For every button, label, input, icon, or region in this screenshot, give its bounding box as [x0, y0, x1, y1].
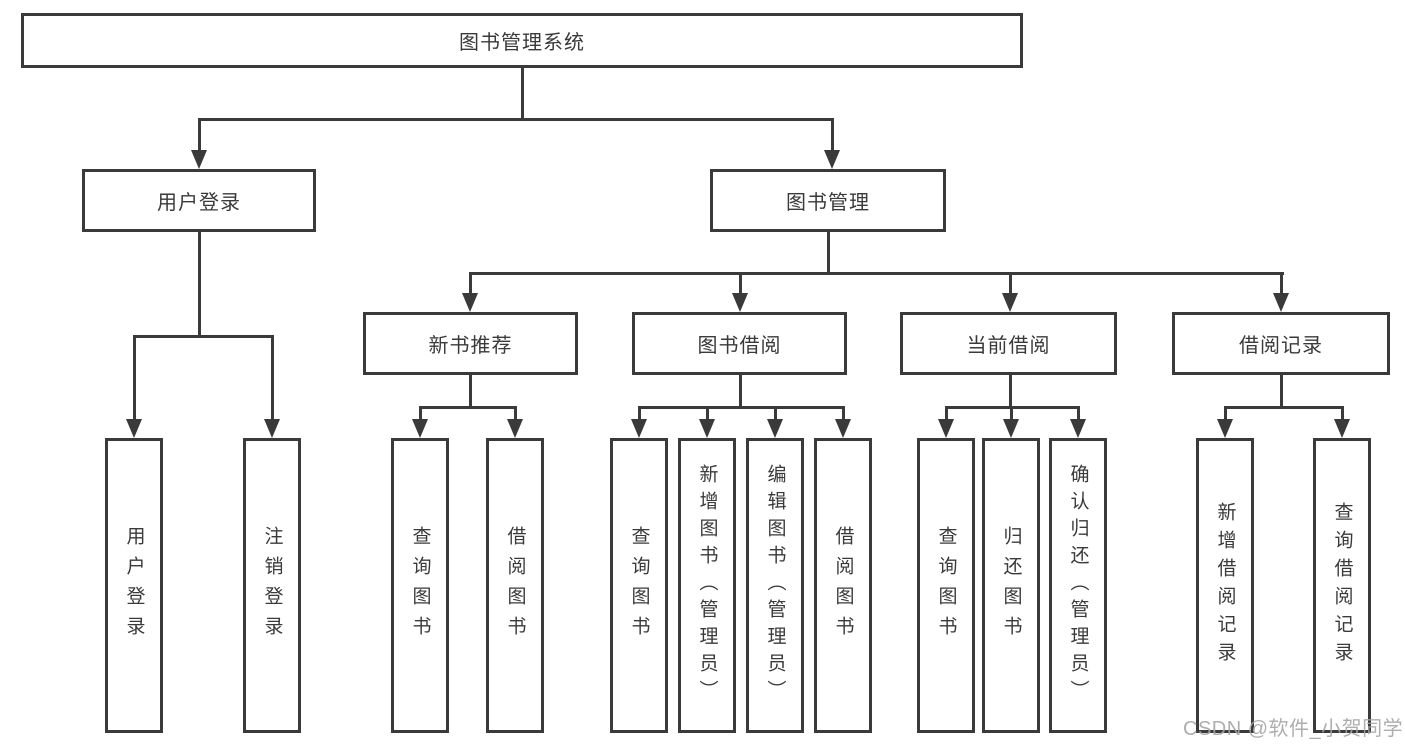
connector-line: [1279, 375, 1283, 407]
connector-line: [520, 68, 524, 119]
connector-line: [1223, 405, 1344, 409]
arrow-down-icon: [767, 419, 783, 438]
connector-line: [1223, 407, 1227, 421]
node-leaf-borrow-edit: 编辑图书（管理员）: [746, 438, 804, 733]
arrow-down-icon: [631, 419, 647, 438]
node-leaf-newbook-query: 查询图书: [391, 438, 449, 733]
node-leaf-current-return-label: 归还图书: [1000, 525, 1022, 646]
node-leaf-newbook-borrow: 借阅图书: [486, 438, 544, 733]
connector-line: [468, 271, 1284, 275]
connector-line: [1009, 407, 1013, 421]
node-borrow-record: 借阅记录: [1172, 312, 1390, 375]
connector-line: [418, 405, 517, 409]
node-user-login-label: 用户登录: [157, 192, 241, 214]
connector-line: [637, 405, 845, 409]
connector-line: [418, 407, 422, 421]
connector-line: [132, 336, 136, 421]
connector-line: [705, 407, 709, 421]
connector-line: [270, 336, 274, 421]
node-root-label: 图书管理系统: [459, 32, 585, 54]
node-leaf-logout-label: 注销登录: [261, 525, 283, 646]
arrow-down-icon: [835, 419, 851, 438]
node-leaf-borrow-query-label: 查询图书: [628, 525, 650, 646]
connector-line: [738, 273, 742, 295]
connector-line: [841, 407, 845, 421]
arrow-down-icon: [1002, 293, 1018, 312]
arrow-down-icon: [462, 293, 478, 312]
node-book-borrow-label: 图书借阅: [697, 335, 782, 357]
arrow-down-icon: [824, 150, 840, 169]
arrow-down-icon: [1273, 293, 1289, 312]
arrow-down-icon: [1003, 419, 1019, 438]
connector-line: [1340, 407, 1344, 421]
node-leaf-newbook-borrow-label: 借阅图书: [504, 525, 526, 646]
csdn-watermark: CSDN @软件_小贺同学: [1183, 718, 1404, 740]
node-leaf-user-login: 用户登录: [105, 438, 163, 733]
node-book-mgmt: 图书管理: [710, 169, 946, 232]
node-leaf-borrow-borrow: 借阅图书: [814, 438, 872, 733]
connector-line: [132, 334, 274, 338]
node-leaf-logout: 注销登录: [243, 438, 301, 733]
node-leaf-borrow-edit-label: 编辑图书（管理员）: [764, 464, 786, 707]
connector-line: [1008, 375, 1012, 407]
arrow-down-icon: [732, 293, 748, 312]
connector-line: [826, 232, 830, 273]
arrow-down-icon: [126, 419, 142, 438]
node-leaf-borrow-add-label: 新增图书（管理员）: [696, 464, 718, 707]
connector-line: [830, 119, 834, 152]
arrow-down-icon: [191, 150, 207, 169]
node-borrow-record-label: 借阅记录: [1239, 335, 1323, 357]
arrow-down-icon: [1070, 419, 1086, 438]
node-current-borrow: 当前借阅: [900, 312, 1117, 375]
connector-line: [738, 375, 742, 407]
connector-line: [468, 375, 472, 407]
connector-line: [468, 273, 472, 295]
node-leaf-record-query-label: 查询借阅记录: [1331, 501, 1353, 670]
node-book-borrow: 图书借阅: [632, 312, 847, 375]
node-leaf-current-query-label: 查询图书: [935, 525, 957, 646]
connector-line: [1279, 273, 1283, 295]
node-new-book-rec: 新书推荐: [363, 312, 578, 375]
connector-line: [197, 119, 201, 152]
arrow-down-icon: [412, 419, 428, 438]
node-leaf-user-login-label: 用户登录: [123, 525, 145, 646]
node-new-book-rec-label: 新书推荐: [428, 335, 513, 357]
connector-line: [1008, 273, 1012, 295]
node-leaf-borrow-query: 查询图书: [610, 438, 668, 733]
arrow-down-icon: [1217, 419, 1233, 438]
arrow-down-icon: [938, 419, 954, 438]
node-book-mgmt-label: 图书管理: [786, 192, 870, 214]
connector-line: [513, 407, 517, 421]
arrow-down-icon: [507, 419, 523, 438]
connector-line: [197, 117, 834, 121]
node-leaf-record-query: 查询借阅记录: [1313, 438, 1371, 733]
node-leaf-current-confirm: 确认归还（管理员）: [1049, 438, 1107, 733]
node-leaf-record-add: 新增借阅记录: [1196, 438, 1254, 733]
node-current-borrow-label: 当前借阅: [966, 335, 1051, 357]
node-leaf-borrow-add: 新增图书（管理员）: [678, 438, 736, 733]
connector-line: [637, 407, 641, 421]
connector-line: [944, 407, 948, 421]
node-leaf-record-add-label: 新增借阅记录: [1214, 501, 1236, 670]
arrow-down-icon: [699, 419, 715, 438]
connector-line: [197, 232, 201, 336]
node-user-login: 用户登录: [82, 169, 316, 232]
node-leaf-current-query: 查询图书: [917, 438, 975, 733]
node-leaf-newbook-query-label: 查询图书: [409, 525, 431, 646]
node-leaf-borrow-borrow-label: 借阅图书: [832, 525, 854, 646]
connector-line: [773, 407, 777, 421]
connector-line: [1076, 407, 1080, 421]
arrow-down-icon: [264, 419, 280, 438]
node-leaf-current-return: 归还图书: [982, 438, 1040, 733]
node-root: 图书管理系统: [21, 13, 1023, 68]
arrow-down-icon: [1334, 419, 1350, 438]
node-leaf-current-confirm-label: 确认归还（管理员）: [1067, 464, 1089, 707]
